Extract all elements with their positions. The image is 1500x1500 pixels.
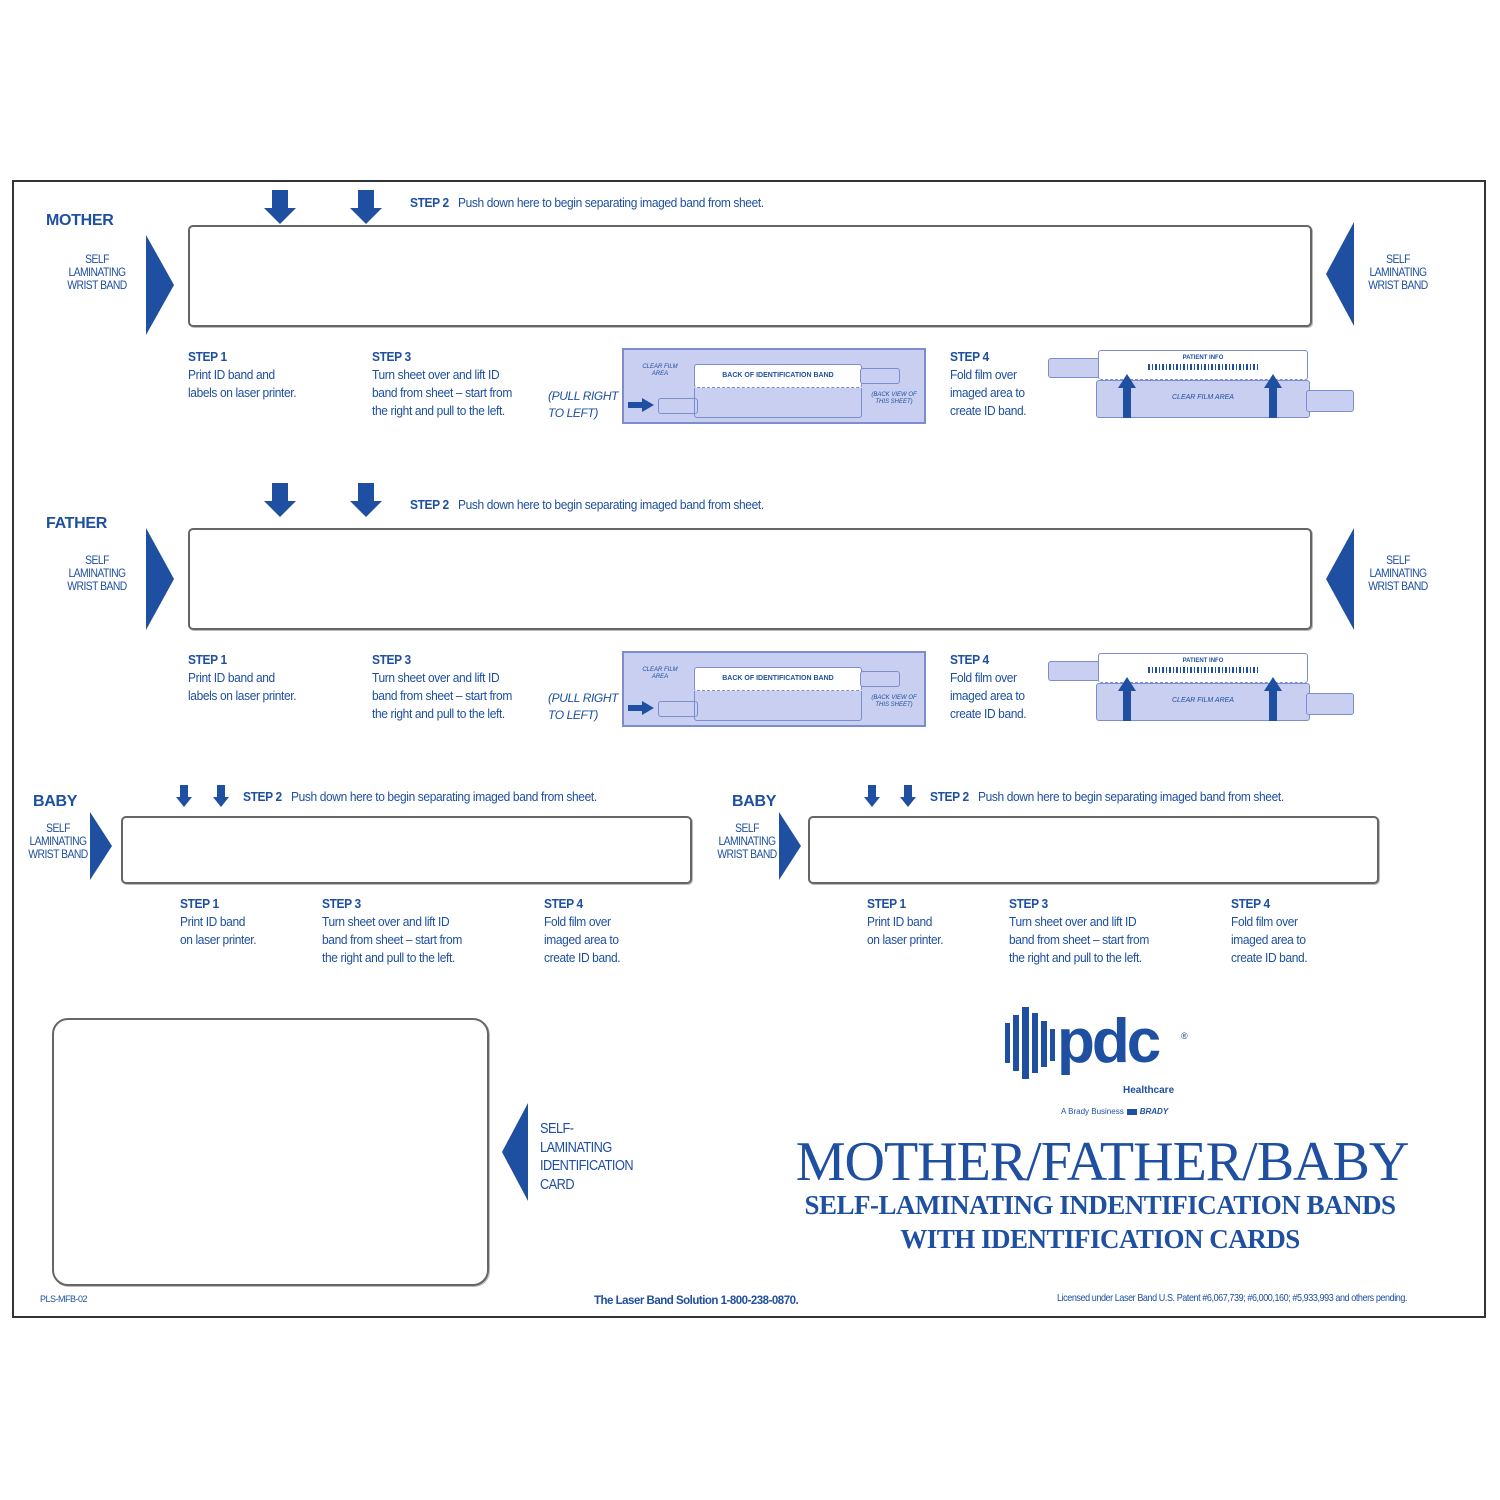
section-label-baby: BABY bbox=[33, 793, 78, 810]
healthcare-label: Healthcare bbox=[1123, 1085, 1175, 1096]
band-tab bbox=[658, 398, 698, 414]
up-arrow-icon bbox=[1118, 374, 1136, 418]
step4-diagram: PATIENT INFO CLEAR FILM AREA bbox=[1048, 653, 1354, 723]
barcode bbox=[1148, 667, 1258, 673]
pdc-wordmark: pdc bbox=[1057, 1007, 1161, 1076]
identification-card-print-area[interactable] bbox=[52, 1018, 489, 1286]
section-label-father: FATHER bbox=[46, 515, 108, 532]
wrist-band-print-area-father[interactable] bbox=[188, 528, 1312, 630]
down-arrow-icon bbox=[264, 190, 296, 224]
card-side-label: SELF- LAMINATING IDENTIFICATION CARD bbox=[540, 1121, 634, 1193]
page-subtitle-line1: SELF-LAMINATING INDENTIFICATION BANDS bbox=[804, 1190, 1396, 1220]
triangle-arrow-right-icon bbox=[146, 235, 174, 335]
back-of-band-strip: BACK OF IDENTIFICATION BAND bbox=[694, 667, 862, 691]
band-tab bbox=[1306, 390, 1354, 412]
pdc-healthcare-logo: pdc ® Healthcare A Brady Business BRADY bbox=[1005, 1003, 1195, 1123]
brady-tagline: A Brady Business BRADY bbox=[1061, 1107, 1168, 1116]
triangle-arrow-left-icon bbox=[502, 1103, 528, 1201]
pull-direction-note: (PULL RIGHT TO LEFT) bbox=[548, 389, 619, 420]
band-tab bbox=[658, 701, 698, 717]
wrist-band-print-area-baby-right[interactable] bbox=[808, 816, 1379, 884]
brady-square-icon bbox=[1126, 1108, 1137, 1115]
clear-film-label: CLEAR FILM AREA bbox=[1172, 394, 1234, 401]
section-label-baby: BABY bbox=[732, 793, 777, 810]
back-of-band-label: BACK OF IDENTIFICATION BAND bbox=[722, 675, 834, 682]
triangle-arrow-right-icon bbox=[779, 812, 801, 880]
side-label-left: SELF LAMINATING WRIST BAND bbox=[67, 555, 127, 593]
clear-film-label: CLEAR FILM AREA bbox=[1172, 697, 1234, 704]
down-arrow-icon bbox=[864, 785, 880, 807]
down-arrow-icon bbox=[350, 190, 382, 224]
back-of-band-strip: BACK OF IDENTIFICATION BAND bbox=[694, 364, 862, 388]
triangle-arrow-right-icon bbox=[146, 528, 174, 630]
patient-info-label: PATIENT INFO bbox=[1182, 658, 1224, 664]
tagline-text: A Brady Business bbox=[1061, 1107, 1124, 1116]
patent-notice: Licensed under Laser Band U.S. Patent #6… bbox=[1057, 1292, 1408, 1304]
down-arrow-icon bbox=[900, 785, 916, 807]
band-tab bbox=[1048, 358, 1100, 378]
back-view-label: (BACK VIEW OF THIS SHEET) bbox=[871, 392, 917, 405]
page-subtitle-line2: WITH IDENTIFICATION CARDS bbox=[900, 1224, 1300, 1254]
up-arrow-icon bbox=[1118, 677, 1136, 721]
up-arrow-icon bbox=[1264, 374, 1282, 418]
side-label-left: SELF LAMINATING WRIST BAND bbox=[67, 254, 127, 292]
right-arrow-icon bbox=[628, 398, 654, 412]
up-arrow-icon bbox=[1264, 677, 1282, 721]
step3-diagram: CLEAR FILM AREA BACK OF IDENTIFICATION B… bbox=[622, 651, 926, 727]
registered-mark: ® bbox=[1181, 1031, 1188, 1041]
clear-film-strip bbox=[694, 388, 862, 418]
section-label-mother: MOTHER bbox=[46, 212, 114, 229]
side-label: SELF LAMINATING WRIST BAND bbox=[28, 823, 88, 861]
down-arrow-icon bbox=[350, 483, 382, 517]
side-label-right: SELF LAMINATING WRIST BAND bbox=[1368, 254, 1428, 292]
patient-info-label: PATIENT INFO bbox=[1182, 355, 1224, 361]
triangle-arrow-left-icon bbox=[1326, 528, 1354, 630]
form-code: PLS-MFB-02 bbox=[40, 1294, 88, 1304]
brady-wordmark: BRADY bbox=[1139, 1107, 1169, 1116]
step3-diagram: CLEAR FILM AREA BACK OF IDENTIFICATION B… bbox=[622, 348, 926, 424]
wrist-band-print-area-mother[interactable] bbox=[188, 225, 1312, 327]
side-label: SELF LAMINATING WRIST BAND bbox=[717, 823, 777, 861]
side-label-right: SELF LAMINATING WRIST BAND bbox=[1368, 555, 1428, 593]
wrist-band-print-area-baby-left[interactable] bbox=[121, 816, 692, 884]
clear-film-area-label: CLEAR FILM AREA bbox=[642, 667, 678, 680]
triangle-arrow-left-icon bbox=[1326, 222, 1354, 326]
band-tab bbox=[860, 368, 900, 384]
back-view-label: (BACK VIEW OF THIS SHEET) bbox=[871, 695, 917, 708]
phone-line: The Laser Band Solution 1-800-238-0870. bbox=[594, 1295, 799, 1307]
pdc-bars-logo-icon bbox=[1005, 1007, 1055, 1079]
pull-direction-note: (PULL RIGHT TO LEFT) bbox=[548, 691, 619, 722]
right-arrow-icon bbox=[628, 701, 654, 715]
back-of-band-label: BACK OF IDENTIFICATION BAND bbox=[722, 372, 834, 379]
step4-diagram: PATIENT INFO CLEAR FILM AREA bbox=[1048, 350, 1354, 420]
barcode bbox=[1148, 364, 1258, 370]
clear-film-area-label: CLEAR FILM AREA bbox=[642, 364, 678, 377]
down-arrow-icon bbox=[264, 483, 296, 517]
down-arrow-icon bbox=[176, 785, 192, 807]
page-title: MOTHER/FATHER/BABY bbox=[795, 1131, 1410, 1193]
band-tab bbox=[1306, 693, 1354, 715]
down-arrow-icon bbox=[213, 785, 229, 807]
clear-film-strip bbox=[694, 691, 862, 721]
triangle-arrow-right-icon bbox=[90, 812, 112, 880]
band-tab bbox=[1048, 661, 1100, 681]
band-tab bbox=[860, 671, 900, 687]
